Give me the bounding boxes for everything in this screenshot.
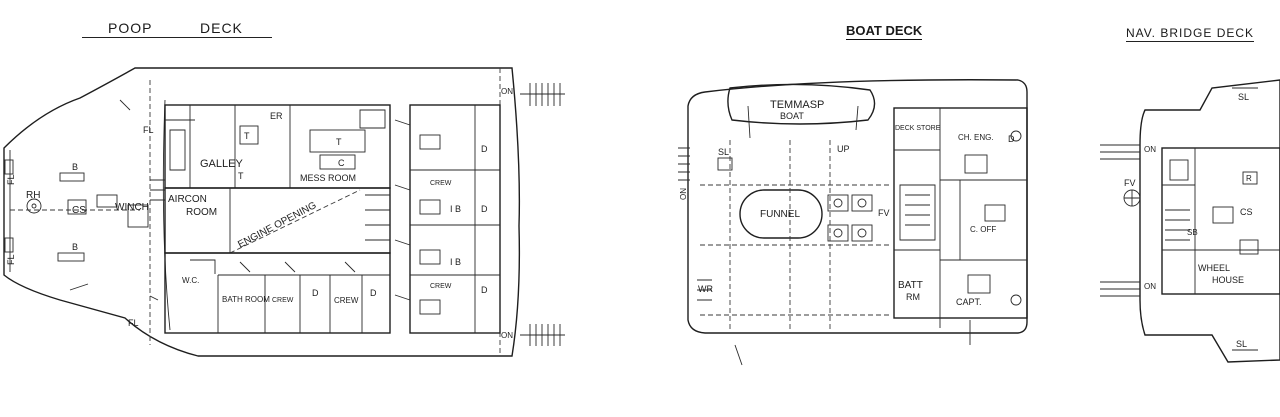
poop-label-d4: D <box>481 204 488 214</box>
nav-bridge-deck-plan: SL SL FV R CS WHEEL HOUSE ON ON SB <box>1100 79 1280 363</box>
poop-label-c: C <box>338 158 345 168</box>
poop-label-on2: ON <box>501 331 513 340</box>
boat-label-fv: FV <box>878 208 890 218</box>
poop-deck-heading: POOP DECK <box>82 20 272 38</box>
poop-label-bath-room: BATH ROOM <box>222 295 270 304</box>
poop-label-cs: CS <box>72 205 86 216</box>
poop-label-ib1: I B <box>450 204 461 214</box>
boat-label-batt: BATT <box>898 280 923 291</box>
poop-label-er: ER <box>270 111 283 121</box>
boat-deck-plan: TEMMASP BOAT SL FUNNEL UP FV DECK STORE … <box>678 79 1028 366</box>
boat-deck-outline <box>687 79 1028 334</box>
poop-label-d1: D <box>312 288 319 298</box>
boat-label-ch-eng: CH. ENG. <box>958 133 994 142</box>
nav-label-sb: SB <box>1187 228 1198 237</box>
poop-deck-heading-word-2: DECK <box>200 20 243 36</box>
poop-label-rh: RH <box>26 190 40 201</box>
boat-label-sl: SL <box>718 147 729 157</box>
poop-label-engine-opening: ENGINE OPENING <box>236 200 318 251</box>
poop-label-room: ROOM <box>186 207 217 218</box>
nav-label-cs: CS <box>1240 207 1253 217</box>
boat-label-temmasp: TEMMASP <box>770 99 824 111</box>
poop-label-t2: T <box>336 137 342 147</box>
poop-label-crew4: CREW <box>430 283 452 290</box>
poop-label-fl1: FL <box>6 174 16 185</box>
nav-label-on-top: ON <box>1144 145 1156 154</box>
nav-label-r: R <box>1246 174 1252 183</box>
poop-deck-heading-word-1: POOP <box>108 20 153 36</box>
poop-deck-hull <box>3 67 521 357</box>
nav-label-sl-bottom: SL <box>1236 339 1247 349</box>
boat-label-wr: WR <box>698 284 713 294</box>
poop-label-fl3: FL <box>143 125 154 135</box>
boat-deck-heading: BOAT DECK <box>846 23 923 40</box>
nav-bridge-outline <box>1139 79 1280 363</box>
poop-label-winch: WINCH <box>115 202 149 213</box>
poop-label-aircon: AIRCON <box>168 194 207 205</box>
nav-label-house: HOUSE <box>1212 275 1244 285</box>
poop-label-crew2: CREW <box>272 297 294 304</box>
poop-label-galley: GALLEY <box>200 158 243 170</box>
boat-label-up: UP <box>837 144 850 154</box>
poop-deck-plan: RH CS WINCH B B FL FL FL FL GALLEY MESS … <box>3 67 565 357</box>
nav-label-wheel: WHEEL <box>1198 263 1230 273</box>
poop-label-d3: D <box>481 144 488 154</box>
nav-label-sl-top: SL <box>1238 92 1249 102</box>
poop-label-d2: D <box>370 288 377 298</box>
poop-label-t3: T <box>238 171 244 181</box>
boat-label-d: D <box>1008 134 1015 144</box>
poop-label-d5: D <box>481 285 488 295</box>
poop-label-crew1: CREW <box>334 296 359 305</box>
poop-label-b1: B <box>72 162 78 172</box>
boat-label-rm: RM <box>906 292 920 302</box>
poop-label-crew3: CREW <box>430 180 452 187</box>
nav-label-on-bottom: ON <box>1144 282 1156 291</box>
boat-label-boat: BOAT <box>780 111 804 121</box>
poop-label-wc: W.C. <box>182 276 199 285</box>
poop-label-b2: B <box>72 242 78 252</box>
nav-bridge-deck-heading: NAV. BRIDGE DECK <box>1126 26 1255 42</box>
boat-label-c-off: C. OFF <box>970 225 996 234</box>
boat-label-capt: CAPT. <box>956 297 982 307</box>
boat-label-deck-store: DECK STORE <box>895 125 941 132</box>
poop-label-mess-room: MESS ROOM <box>300 173 356 183</box>
poop-label-fl2: FL <box>6 254 16 265</box>
poop-label-t1: T <box>244 131 250 141</box>
poop-label-ib2: I B <box>450 257 461 267</box>
nav-label-fv: FV <box>1124 178 1136 188</box>
boat-label-funnel: FUNNEL <box>760 209 800 220</box>
boat-label-on: ON <box>679 188 688 200</box>
poop-label-fl4: FL <box>128 318 139 328</box>
poop-label-on1: ON <box>501 87 513 96</box>
